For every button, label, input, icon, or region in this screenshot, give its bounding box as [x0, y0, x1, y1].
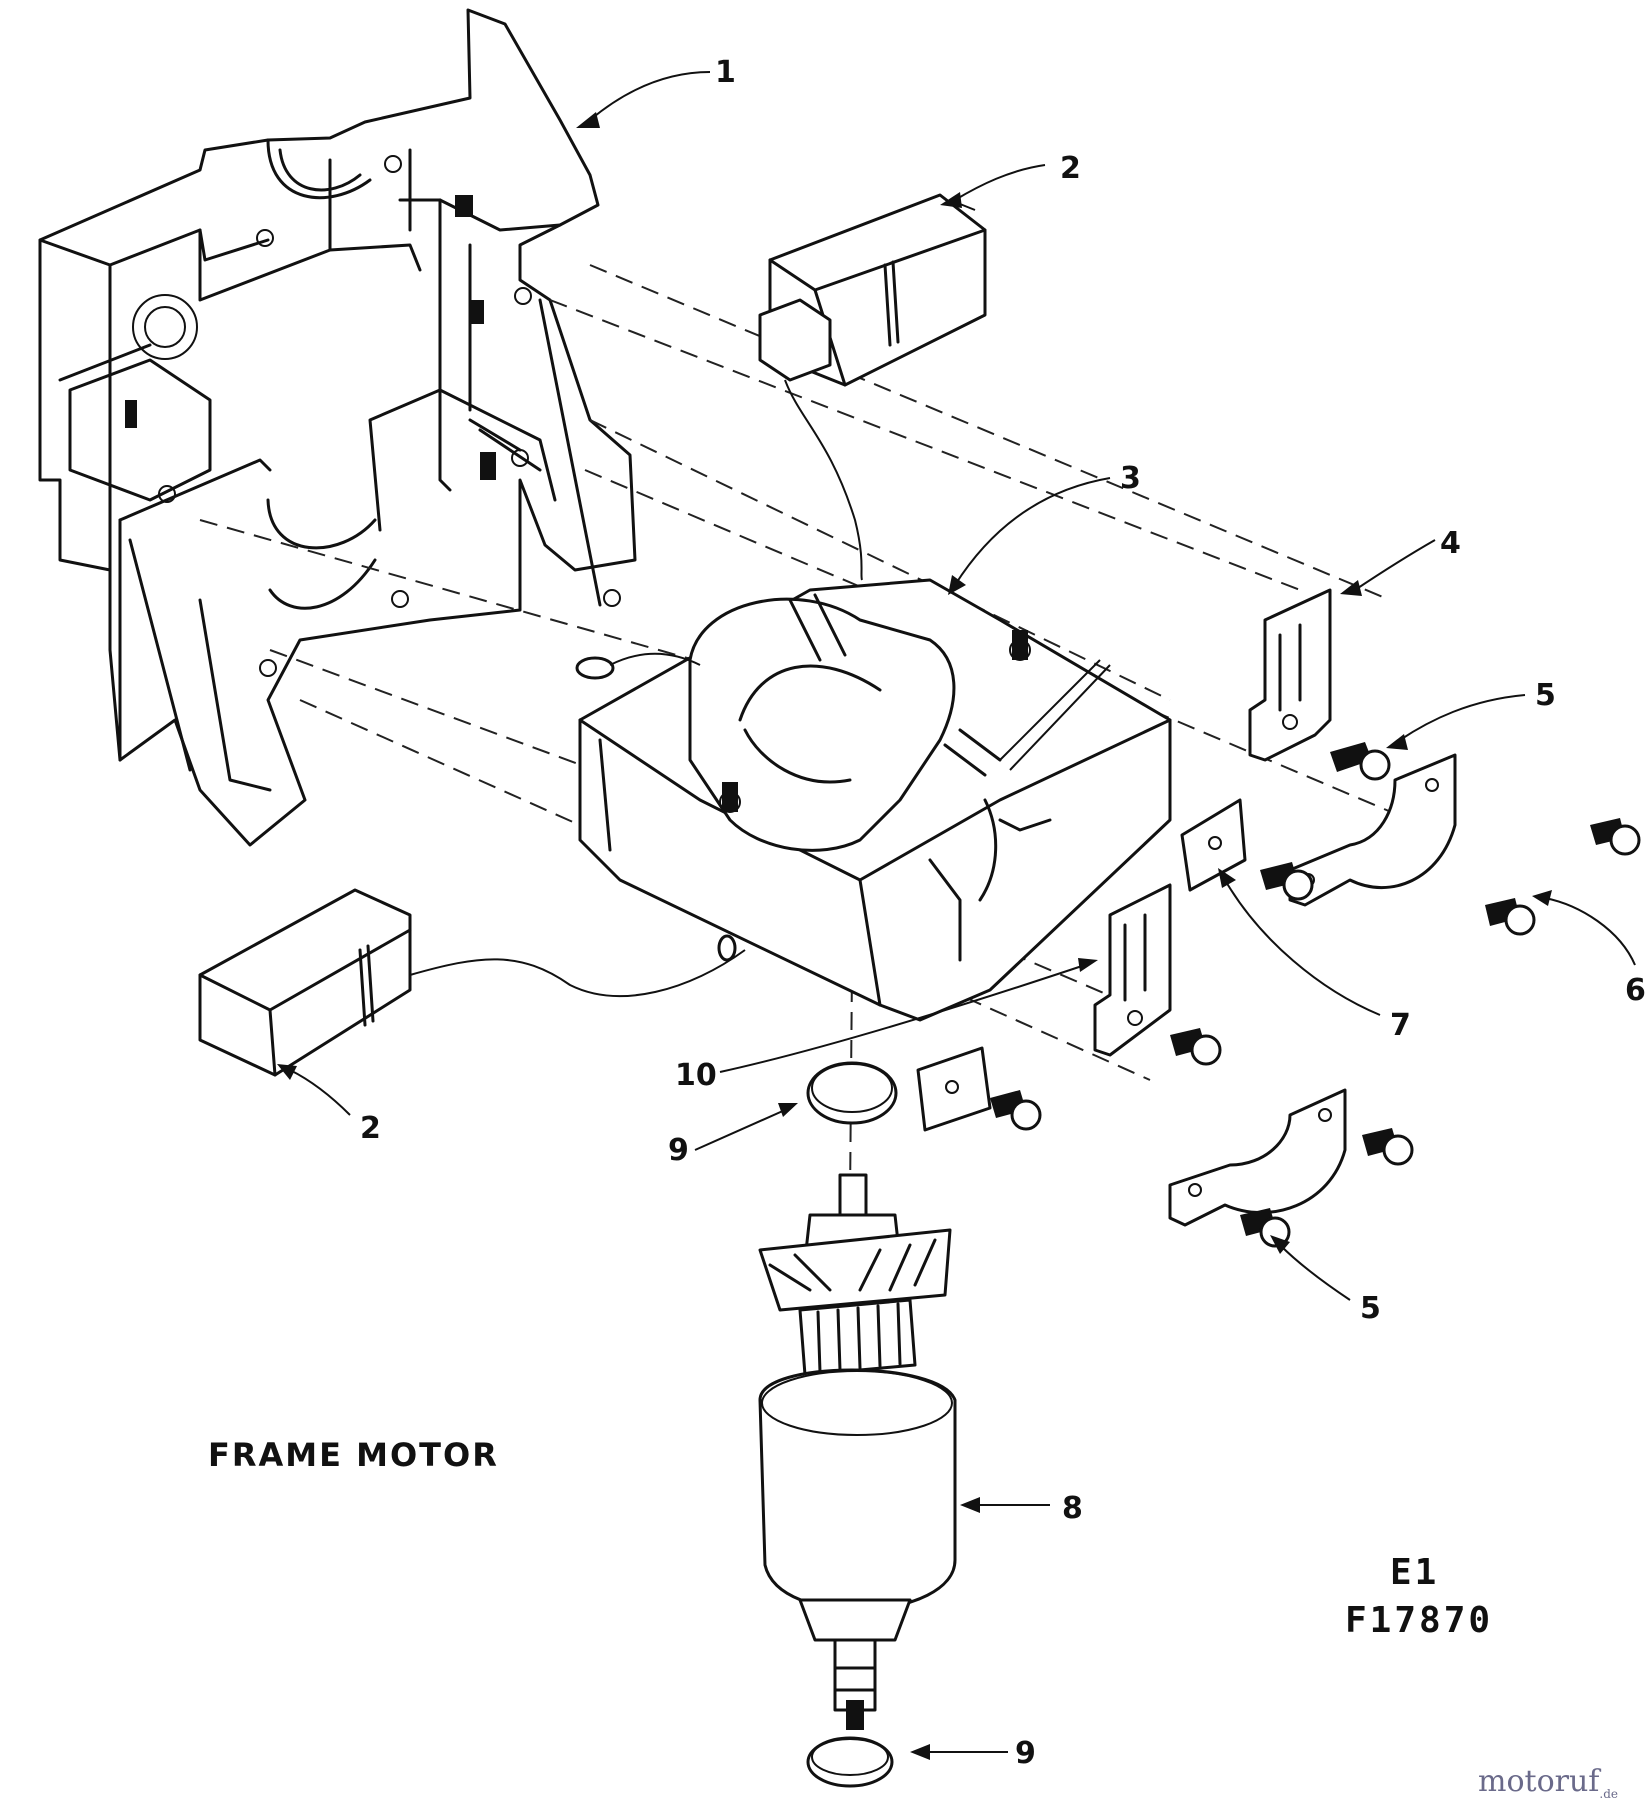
screw-1 — [1330, 742, 1391, 781]
screw-6 — [990, 1090, 1042, 1131]
watermark-text: motoruf — [1478, 1764, 1600, 1799]
watermark: motoruf.de — [1478, 1764, 1618, 1801]
retaining-ring-upper — [806, 1061, 898, 1125]
screw-8 — [1240, 1208, 1291, 1248]
brush-bracket-lower — [1093, 883, 1172, 1057]
screw-5 — [1170, 1028, 1222, 1066]
watermark-suffix: .de — [1599, 1787, 1619, 1801]
retaining-ring-lower — [806, 1736, 894, 1788]
callout-8: 8 — [1062, 1491, 1083, 1526]
bearing-clamp-lower — [1168, 1088, 1347, 1227]
brush-holder-bottom — [198, 888, 746, 1077]
diagram-caption: FRAME MOTOR — [208, 1436, 499, 1474]
screw-7 — [1362, 1128, 1414, 1166]
motor-frame — [38, 8, 637, 847]
callout-6: 6 — [1625, 973, 1646, 1008]
screw-2 — [1590, 818, 1641, 856]
callout-9-lower: 9 — [1015, 1736, 1036, 1771]
screws — [990, 742, 1641, 1248]
callout-9-upper: 9 — [668, 1133, 689, 1168]
callout-2-bottom: 2 — [360, 1111, 381, 1146]
callout-4: 4 — [1440, 526, 1461, 561]
callout-3: 3 — [1120, 461, 1141, 496]
bearing-plate-lower — [916, 1046, 992, 1132]
bearing-plate-upper — [1180, 798, 1247, 892]
callout-2-top: 2 — [1060, 151, 1081, 186]
callout-5-top: 5 — [1535, 678, 1556, 713]
callout-10: 10 — [675, 1058, 717, 1093]
brush-holder-top — [758, 193, 987, 581]
armature — [758, 1173, 957, 1730]
callout-7: 7 — [1390, 1008, 1411, 1043]
figure-number: F17870 — [1345, 1600, 1494, 1641]
sheet-code: E1 — [1390, 1552, 1440, 1593]
callout-labels: 1 2 2 3 4 5 5 6 7 8 9 9 10 — [360, 55, 1646, 1771]
callout-1: 1 — [715, 55, 736, 90]
callout-leaders — [277, 71, 1636, 1760]
screw-3 — [1260, 862, 1314, 901]
screw-4 — [1485, 898, 1536, 936]
brush-bracket-upper — [1248, 588, 1332, 762]
field-coil-stator — [575, 578, 1172, 1022]
callout-5-bottom: 5 — [1360, 1291, 1381, 1326]
